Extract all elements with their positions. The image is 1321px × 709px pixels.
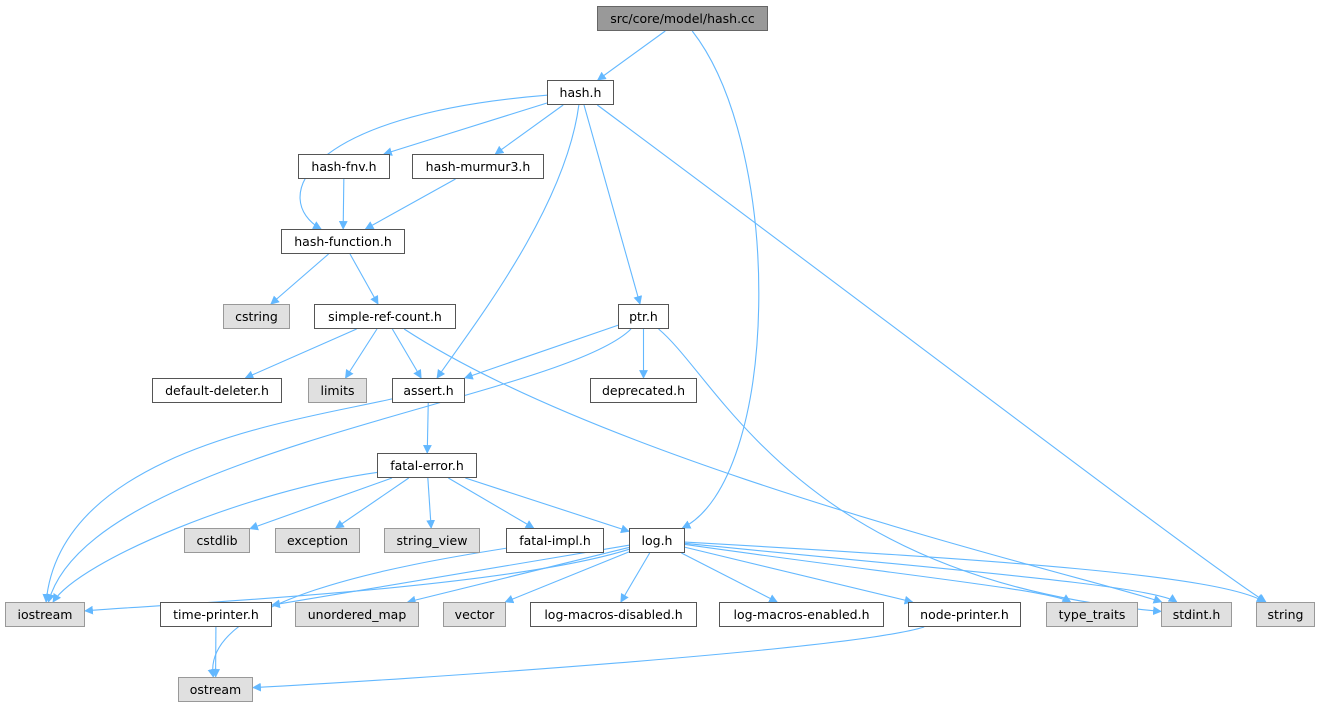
- edge-node-printer-h-to-ostream: [252, 626, 925, 692]
- edge-ptr-h-to-iostream: [46, 328, 632, 603]
- edge-log-h-to-type-traits: [684, 543, 1072, 603]
- node-deprecated-h[interactable]: deprecated.h: [590, 378, 697, 403]
- node-hash-cc: src/core/model/hash.cc: [597, 6, 768, 31]
- edge-fatal-error-h-to-log-h: [465, 477, 630, 534]
- edge-hash-h-to-ptr-h: [583, 104, 643, 305]
- edge-hash-h-to-hash-fnv-h: [383, 102, 548, 156]
- node-log-macros-enabled-h[interactable]: log-macros-enabled.h: [719, 602, 884, 627]
- edge-fatal-error-h-to-iostream: [52, 471, 378, 603]
- node-ptr-h[interactable]: ptr.h: [618, 304, 669, 329]
- node-cstdlib: cstdlib: [184, 528, 250, 553]
- edge-log-h-to-log-macros-disabled-h: [620, 552, 651, 603]
- node-fatal-impl-h[interactable]: fatal-impl.h: [506, 528, 604, 553]
- node-log-h[interactable]: log.h: [629, 528, 685, 553]
- node-stdint-h: stdint.h: [1161, 602, 1232, 627]
- edge-hash-function-h-to-simple-ref-count-h: [349, 253, 379, 305]
- edge-hash-function-h-to-cstring: [270, 253, 329, 305]
- edge-fatal-impl-h-to-ostream: [207, 547, 507, 678]
- node-log-macros-disabled-h[interactable]: log-macros-disabled.h: [530, 602, 697, 627]
- node-string-view: string_view: [384, 528, 480, 553]
- edge-hash-fnv-h-to-hash-function-h: [338, 178, 348, 230]
- edge-fatal-error-h-to-cstdlib: [249, 477, 393, 531]
- node-simple-ref-count-h[interactable]: simple-ref-count.h: [314, 304, 456, 329]
- edge-log-h-to-vector: [504, 551, 630, 604]
- edge-hash-murmur3-h-to-hash-function-h: [364, 178, 456, 230]
- edge-log-h-to-log-macros-enabled-h: [681, 552, 778, 603]
- edge-hash-cc-to-log-h: [681, 30, 760, 529]
- node-limits: limits: [308, 378, 367, 403]
- node-default-deleter-h[interactable]: default-deleter.h: [152, 378, 282, 403]
- node-assert-h[interactable]: assert.h: [392, 378, 465, 403]
- node-cstring: cstring: [223, 304, 290, 329]
- node-hash-function-h[interactable]: hash-function.h: [281, 229, 405, 254]
- edge-assert-h-to-fatal-error-h: [423, 402, 432, 454]
- node-node-printer-h[interactable]: node-printer.h: [908, 602, 1021, 627]
- edge-log-h-to-string: [684, 541, 1266, 603]
- node-ostream: ostream: [178, 677, 253, 702]
- node-iostream: iostream: [5, 602, 85, 627]
- edge-fatal-error-h-to-string-view: [426, 477, 436, 529]
- node-type-traits: type_traits: [1046, 602, 1138, 627]
- edge-log-h-to-node-printer-h: [684, 546, 914, 605]
- edge-fatal-error-h-to-fatal-impl-h: [448, 477, 535, 529]
- edge-ptr-h-to-stdint-h: [658, 328, 1162, 616]
- node-hash-murmur3-h[interactable]: hash-murmur3.h: [412, 154, 544, 179]
- edge-simple-ref-count-h-to-default-deleter-h: [244, 328, 357, 379]
- node-exception: exception: [275, 528, 360, 553]
- edge-simple-ref-count-h-to-assert-h: [391, 328, 422, 379]
- edge-hash-h-to-hash-murmur3-h: [494, 104, 564, 155]
- node-vector: vector: [443, 602, 506, 627]
- edge-hash-h-to-assert-h: [436, 104, 580, 379]
- edge-simple-ref-count-h-to-limits: [345, 328, 378, 379]
- edge-log-h-to-unordered-map: [406, 546, 630, 605]
- node-time-printer-h[interactable]: time-printer.h: [160, 602, 272, 627]
- edge-log-h-to-iostream: [84, 548, 630, 615]
- edge-hash-cc-to-hash-h: [597, 30, 666, 81]
- edge-fatal-error-h-to-exception: [335, 477, 410, 529]
- node-fatal-error-h[interactable]: fatal-error.h: [377, 453, 477, 478]
- node-unordered-map: unordered_map: [295, 602, 419, 627]
- edge-layer: [42, 30, 1267, 692]
- node-hash-h[interactable]: hash.h: [547, 80, 614, 105]
- edge-assert-h-to-iostream: [42, 398, 393, 603]
- node-hash-fnv-h[interactable]: hash-fnv.h: [298, 154, 390, 179]
- node-string: string: [1256, 602, 1315, 627]
- edge-hash-h-to-string: [596, 104, 1267, 603]
- edge-log-h-to-stdint-h: [684, 542, 1178, 603]
- edge-ptr-h-to-assert-h: [463, 324, 619, 380]
- edge-log-h-to-time-printer-h: [271, 544, 630, 609]
